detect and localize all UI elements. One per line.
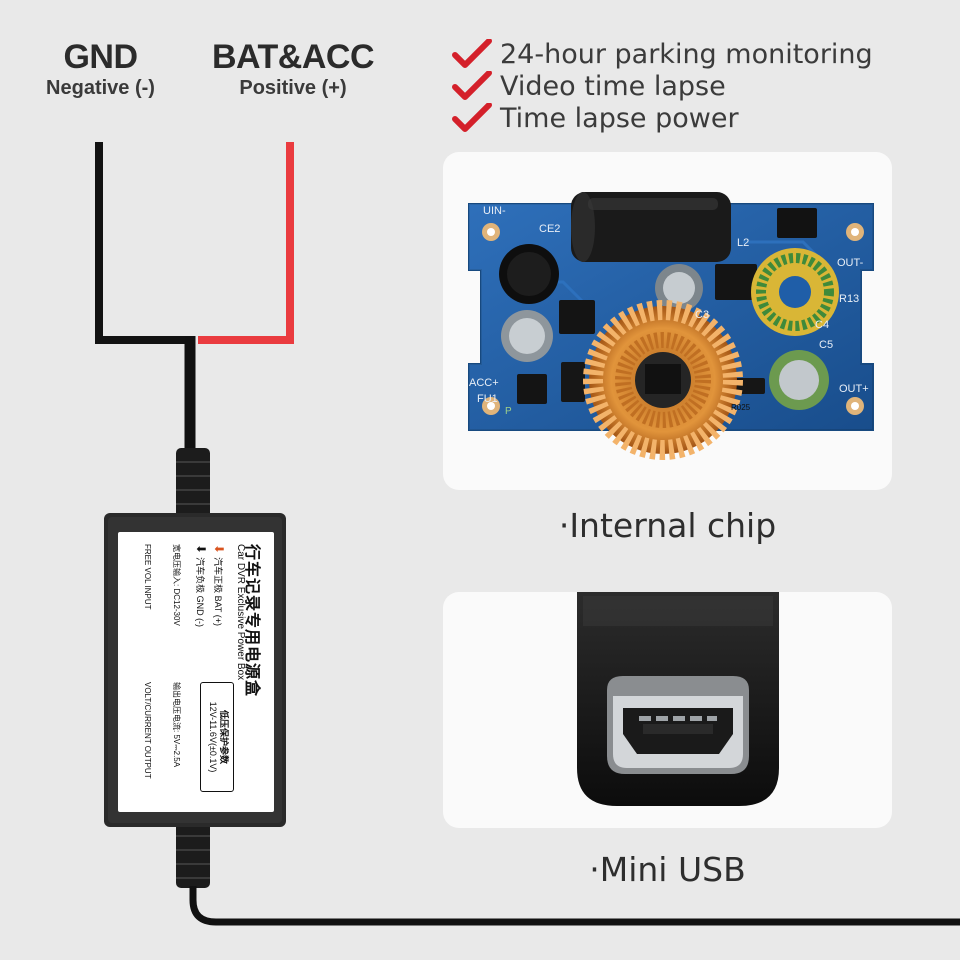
pcb-label-acc: ACC+ <box>469 377 499 389</box>
protect-value: 12V-11.6V(±0.1V) <box>208 701 218 773</box>
feature-item: Video time lapse <box>452 70 912 102</box>
mini-usb-photo <box>577 592 779 806</box>
feature-label: Time lapse power <box>500 102 739 134</box>
pcb-label-out-plus: OUT+ <box>839 383 869 395</box>
box-input-cn: 宽电压输入: DC12-30V <box>172 544 181 626</box>
arrow-down-orange-icon: ⬇ <box>212 544 226 555</box>
gnd-subtitle: Negative (-) <box>46 77 155 99</box>
toroid-small <box>751 248 839 336</box>
pcb-label-fu1: FU1 <box>477 393 498 405</box>
feature-item: 24-hour parking monitoring <box>452 38 912 70</box>
strain-relief-bottom <box>176 820 210 888</box>
pcb-label-l2: L2 <box>737 237 749 249</box>
checkmark-icon <box>452 39 492 68</box>
bat-label-group: BAT&ACC Positive (+) <box>202 38 384 100</box>
mini-usb-card <box>443 592 892 828</box>
output-cable <box>189 886 960 926</box>
feature-label: 24-hour parking monitoring <box>500 38 873 70</box>
pcb-photo: UIN- CE2 L2 OUT- ACC+ FU1 OUT+ C3 C4 C5 … <box>468 192 874 460</box>
feature-list: 24-hour parking monitoring Video time la… <box>452 38 912 134</box>
box-output-cn: 输出电压电流: 5V⎓2.5A <box>172 682 181 768</box>
box-input-en: FREE VOL INPUT <box>143 544 152 610</box>
gnd-title: GND <box>63 38 138 76</box>
feature-item: Time lapse power <box>452 102 912 134</box>
box-protect-panel: 低压保护参数 12V-11.6V(±0.1V) <box>200 682 234 792</box>
box-gnd-line: ⬇ 汽车负极 GND (-) <box>194 544 208 628</box>
pcb-label-uin: UIN- <box>483 205 506 217</box>
mini-usb-caption: ·Mini USB <box>589 850 746 889</box>
box-title-en: Car DVR Exclusive Power Box <box>235 544 246 681</box>
protect-title: 低压保护参数 <box>219 709 229 764</box>
internal-chip-caption: ·Internal chip <box>558 506 777 545</box>
feature-label: Video time lapse <box>500 70 726 102</box>
strain-relief-top <box>176 448 210 518</box>
pcb-label-ce2: CE2 <box>539 223 560 235</box>
mounting-holes <box>482 223 864 415</box>
pcb-label-r13: R13 <box>839 293 859 305</box>
power-box-label: 行车记录专用电源盒 Car DVR Exclusive Power Box 低压… <box>118 532 274 812</box>
pcb-label-r025: R025 <box>731 403 751 412</box>
gnd-wire <box>95 142 194 470</box>
checkmark-icon <box>452 103 492 132</box>
pcb-label-c4: C4 <box>815 319 829 331</box>
bat-title: BAT&ACC <box>211 38 375 76</box>
checkmark-icon <box>452 71 492 100</box>
positive-wire <box>198 142 294 344</box>
pcb-label-out-minus: OUT- <box>837 257 864 269</box>
toroid-copper <box>583 300 743 460</box>
pcb-label-c3: C3 <box>695 309 709 321</box>
pcb-label-p: P <box>505 406 512 417</box>
internal-chip-card: UIN- CE2 L2 OUT- ACC+ FU1 OUT+ C3 C4 C5 … <box>443 152 892 490</box>
bat-subtitle: Positive (+) <box>239 77 347 99</box>
box-output-en: VOLT/CURRENT OUTPUT <box>143 682 152 779</box>
pcb-label-c5: C5 <box>819 339 833 351</box>
arrow-down-black-icon: ⬇ <box>194 544 208 555</box>
gnd-label-group: GND Negative (-) <box>18 38 183 100</box>
box-bat-line: ⬇ 汽车正极 BAT (+) <box>212 544 226 626</box>
